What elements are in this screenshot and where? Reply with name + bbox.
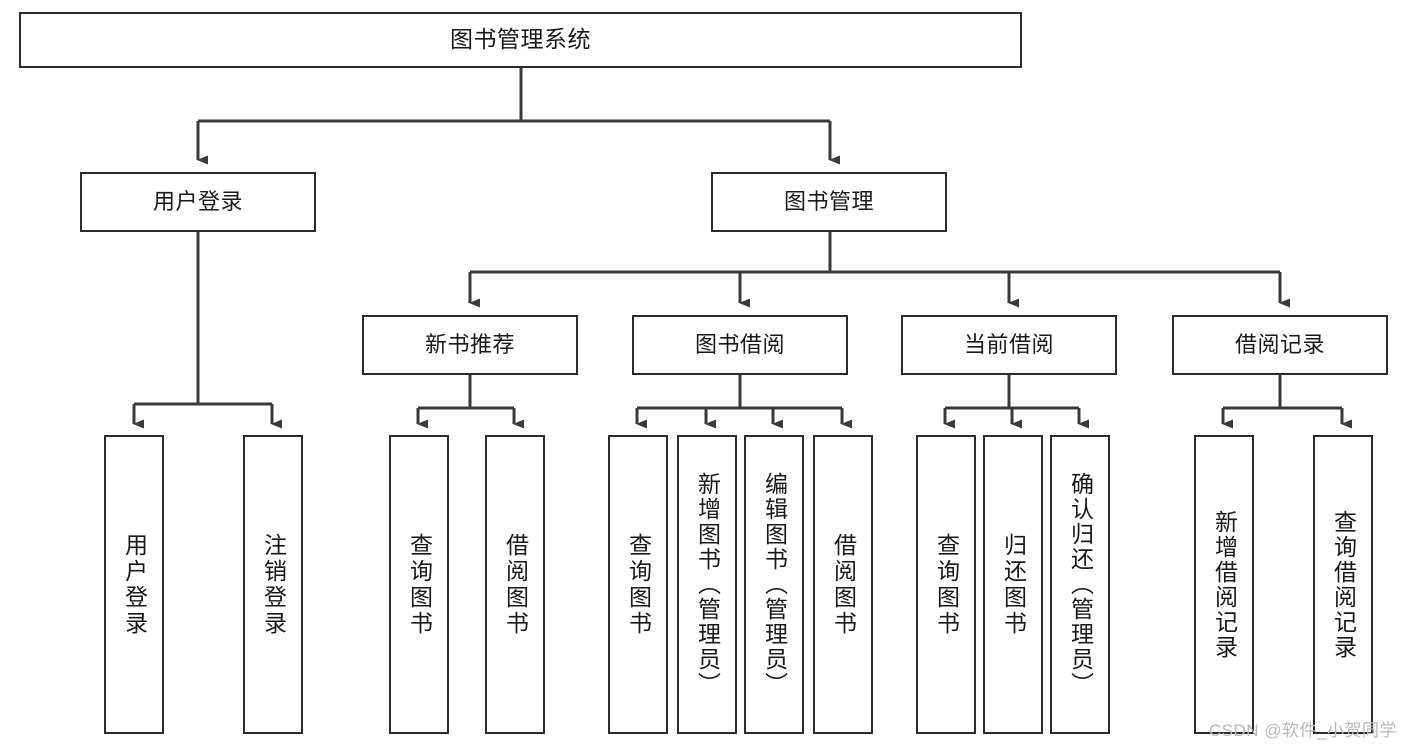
node-leaf-borrow-book-borrow-label: 借阅图书 xyxy=(830,532,857,637)
node-book-borrow-label: 图书借阅 xyxy=(694,331,785,357)
watermark-text: CSDN @软件_小贺同学 xyxy=(1208,721,1397,740)
node-root-system[interactable]: 图书管理系统 xyxy=(19,12,1022,68)
node-user-login[interactable]: 用户登录 xyxy=(80,172,316,232)
node-leaf-add-book-admin-label: 新增图书（管理员） xyxy=(694,472,721,697)
node-leaf-query-borrow-record[interactable]: 查询借阅记录 xyxy=(1313,435,1373,734)
node-new-book-recommendation-label: 新书推荐 xyxy=(424,331,515,357)
node-current-borrow-label: 当前借阅 xyxy=(963,331,1054,357)
node-leaf-add-book-admin[interactable]: 新增图书（管理员） xyxy=(677,435,737,734)
node-leaf-query-book-borrow[interactable]: 查询图书 xyxy=(608,435,668,734)
node-leaf-return-book[interactable]: 归还图书 xyxy=(983,435,1043,734)
node-leaf-borrow-book-borrow[interactable]: 借阅图书 xyxy=(813,435,873,734)
node-user-login-label: 用户登录 xyxy=(152,188,243,214)
node-borrow-record[interactable]: 借阅记录 xyxy=(1172,315,1388,375)
node-current-borrow[interactable]: 当前借阅 xyxy=(901,315,1117,375)
node-leaf-return-book-label: 归还图书 xyxy=(1000,532,1027,637)
node-book-manage[interactable]: 图书管理 xyxy=(711,172,947,232)
node-leaf-query-book-current[interactable]: 查询图书 xyxy=(916,435,976,734)
node-leaf-query-book-recommend-label: 查询图书 xyxy=(406,532,433,637)
node-leaf-add-borrow-record[interactable]: 新增借阅记录 xyxy=(1194,435,1254,734)
node-leaf-confirm-return-admin-label: 确认归还（管理员） xyxy=(1067,472,1094,697)
node-borrow-record-label: 借阅记录 xyxy=(1234,331,1325,357)
node-leaf-user-login-label: 用户登录 xyxy=(121,532,148,637)
node-leaf-user-logout[interactable]: 注销登录 xyxy=(243,435,303,734)
node-leaf-edit-book-admin-label: 编辑图书（管理员） xyxy=(761,472,788,697)
node-new-book-recommendation[interactable]: 新书推荐 xyxy=(362,315,578,375)
node-leaf-query-book-recommend[interactable]: 查询图书 xyxy=(389,435,449,734)
node-leaf-query-book-current-label: 查询图书 xyxy=(933,532,960,637)
node-root-label: 图书管理系统 xyxy=(450,26,591,53)
node-leaf-query-borrow-record-label: 查询借阅记录 xyxy=(1330,509,1357,660)
node-leaf-confirm-return-admin[interactable]: 确认归还（管理员） xyxy=(1050,435,1110,734)
node-book-borrow[interactable]: 图书借阅 xyxy=(632,315,848,375)
node-leaf-edit-book-admin[interactable]: 编辑图书（管理员） xyxy=(744,435,804,734)
node-leaf-borrow-book-recommend[interactable]: 借阅图书 xyxy=(485,435,545,734)
node-book-manage-label: 图书管理 xyxy=(783,188,874,214)
node-leaf-query-book-borrow-label: 查询图书 xyxy=(625,532,652,637)
node-leaf-user-login[interactable]: 用户登录 xyxy=(104,435,164,734)
node-leaf-add-borrow-record-label: 新增借阅记录 xyxy=(1211,509,1238,660)
node-leaf-user-logout-label: 注销登录 xyxy=(260,532,287,637)
node-leaf-borrow-book-recommend-label: 借阅图书 xyxy=(502,532,529,637)
